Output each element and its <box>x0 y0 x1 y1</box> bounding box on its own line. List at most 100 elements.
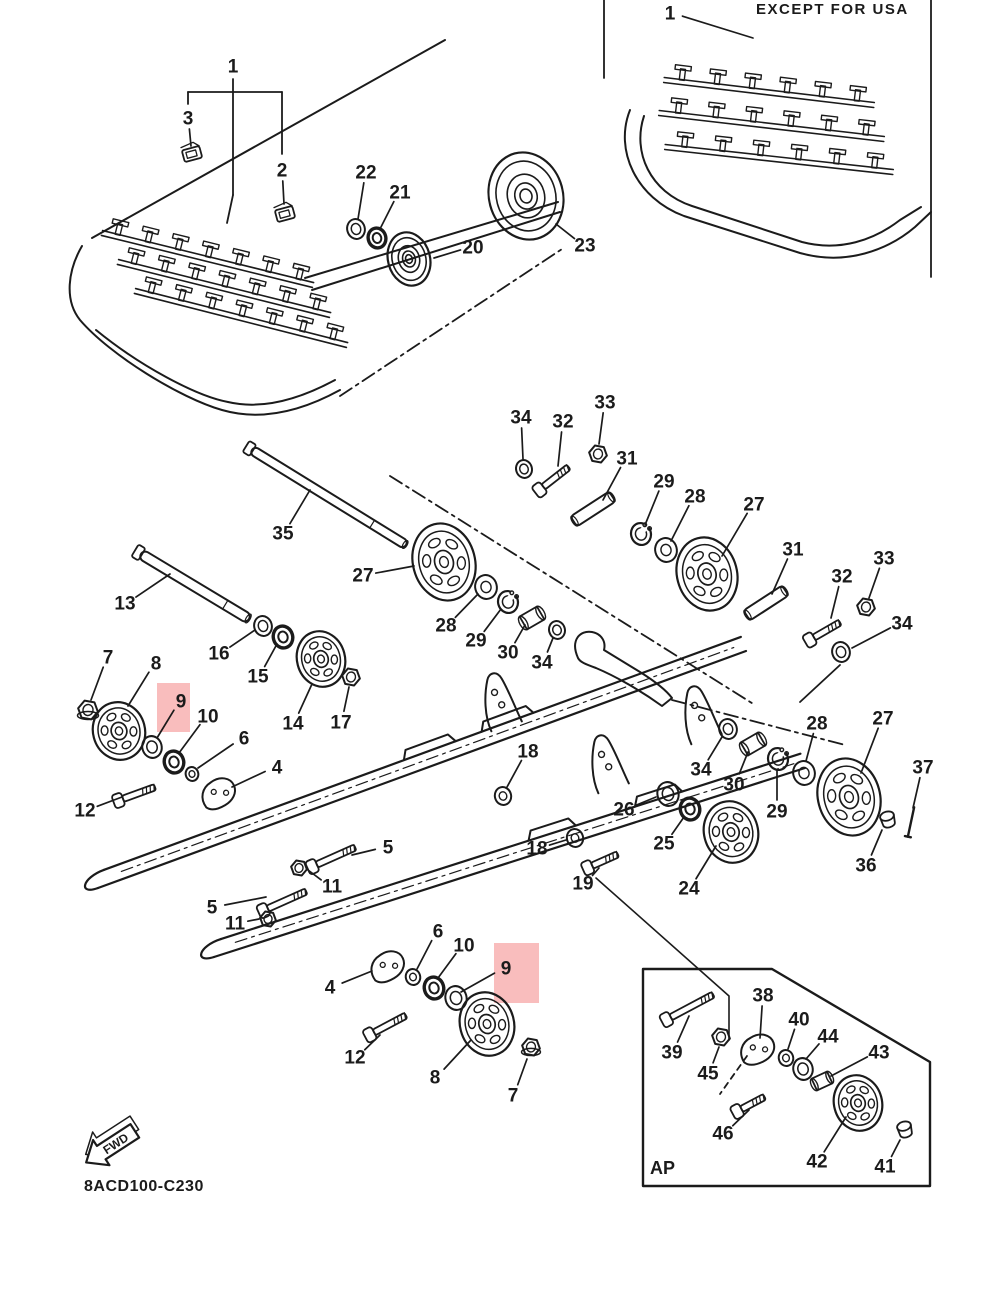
part-label-37[interactable]: 37 <box>912 758 934 809</box>
part-label-11[interactable]: 11 <box>225 914 260 935</box>
part-label-21[interactable]: 21 <box>379 183 411 230</box>
svg-text:24: 24 <box>678 879 700 900</box>
part-label-30[interactable]: 30 <box>497 624 526 664</box>
part-label-34[interactable]: 34 <box>531 637 554 674</box>
part-label-18[interactable]: 18 <box>506 742 539 788</box>
part-label-33[interactable]: 33 <box>868 549 895 599</box>
svg-text:19: 19 <box>572 874 593 895</box>
part-label-29[interactable]: 29 <box>465 608 502 652</box>
part-label-25[interactable]: 25 <box>653 816 685 855</box>
part-label-27[interactable]: 27 <box>721 495 765 557</box>
part-label-28[interactable]: 28 <box>435 593 479 637</box>
part-label-46[interactable]: 46 <box>712 1109 750 1145</box>
part-label-41[interactable]: 41 <box>874 1139 901 1178</box>
highlighted-callout-9[interactable] <box>157 683 190 732</box>
part-label-3[interactable]: 3 <box>183 109 194 147</box>
part-label-27[interactable]: 27 <box>352 565 415 587</box>
wheel-part <box>832 1074 884 1132</box>
svg-text:27: 27 <box>352 566 373 587</box>
svg-text:23: 23 <box>574 236 595 257</box>
part-label-15[interactable]: 15 <box>247 643 278 688</box>
wheel-part <box>295 630 347 688</box>
svg-text:9: 9 <box>501 959 512 980</box>
nut-part <box>711 1027 731 1047</box>
part-label-28[interactable]: 28 <box>670 487 706 542</box>
part-label-1[interactable]: 1 <box>665 4 754 39</box>
svg-text:11: 11 <box>322 877 343 898</box>
part-label-34[interactable]: 34 <box>851 614 913 649</box>
rail-mount-bracket <box>484 672 523 733</box>
part-label-45[interactable]: 45 <box>697 1046 720 1085</box>
part-label-18[interactable]: 18 <box>526 839 567 860</box>
part-label-26[interactable]: 26 <box>613 796 657 821</box>
part-label-16[interactable]: 16 <box>208 629 256 665</box>
part-label-36[interactable]: 36 <box>855 829 883 877</box>
bolt-part <box>111 783 157 809</box>
circlip-part <box>629 519 653 547</box>
part-label-13[interactable]: 13 <box>114 573 171 615</box>
part-label-4[interactable]: 4 <box>325 970 373 999</box>
part-label-7[interactable]: 7 <box>90 648 114 701</box>
part-label-27[interactable]: 27 <box>860 709 894 774</box>
rubber-ring-part <box>678 796 702 822</box>
part-label-12[interactable]: 12 <box>344 1034 381 1069</box>
part-label-31[interactable]: 31 <box>771 540 804 595</box>
part-label-1[interactable]: 1 <box>228 57 239 78</box>
highlighted-callout-9[interactable] <box>494 943 539 1003</box>
washer-part <box>474 574 498 600</box>
part-label-35[interactable]: 35 <box>272 489 311 545</box>
svg-text:39: 39 <box>661 1043 682 1064</box>
part-label-11[interactable]: 11 <box>307 869 343 898</box>
rubber-ring-part <box>422 975 446 1001</box>
svg-text:4: 4 <box>272 758 283 779</box>
part-label-34[interactable]: 34 <box>510 408 532 460</box>
part-label-6[interactable]: 6 <box>197 729 249 769</box>
part-label-12[interactable]: 12 <box>74 796 123 822</box>
part-label-31[interactable]: 31 <box>602 449 638 501</box>
part-label-43[interactable]: 43 <box>830 1043 890 1077</box>
part-label-28[interactable]: 28 <box>805 714 828 762</box>
part-label-10[interactable]: 10 <box>178 707 219 754</box>
ring-part <box>548 620 566 640</box>
part-label-32[interactable]: 32 <box>830 567 853 619</box>
svg-text:7: 7 <box>103 648 114 669</box>
part-label-4[interactable]: 4 <box>231 758 283 788</box>
part-label-19[interactable]: 19 <box>572 867 600 895</box>
part-label-44[interactable]: 44 <box>805 1027 839 1060</box>
part-label-17[interactable]: 17 <box>330 686 352 734</box>
part-label-8[interactable]: 8 <box>430 1039 472 1089</box>
svg-text:34: 34 <box>690 760 712 781</box>
svg-text:38: 38 <box>752 986 773 1007</box>
part-label-6[interactable]: 6 <box>416 922 443 970</box>
part-label-42[interactable]: 42 <box>806 1116 847 1173</box>
part-label-9[interactable]: 9 <box>460 959 512 993</box>
part-label-9[interactable]: 9 <box>156 692 186 739</box>
part-label-7[interactable]: 7 <box>508 1058 528 1107</box>
part-label-14[interactable]: 14 <box>282 683 313 735</box>
svg-text:8: 8 <box>151 654 162 675</box>
part-label-24[interactable]: 24 <box>678 845 717 900</box>
svg-text:44: 44 <box>817 1027 839 1048</box>
part-label-29[interactable]: 29 <box>766 770 788 823</box>
ring-part <box>656 781 680 807</box>
part-label-5[interactable]: 5 <box>207 896 267 919</box>
ring-part <box>515 459 533 479</box>
part-label-32[interactable]: 32 <box>552 412 574 467</box>
part-label-8[interactable]: 8 <box>127 654 162 707</box>
ring-part <box>141 735 163 759</box>
part-label-22[interactable]: 22 <box>355 163 377 220</box>
svg-text:28: 28 <box>684 487 705 508</box>
part-label-33[interactable]: 33 <box>594 393 616 445</box>
part-label-34[interactable]: 34 <box>690 736 723 781</box>
part-label-39[interactable]: 39 <box>661 1015 690 1064</box>
part-label-38[interactable]: 38 <box>752 986 774 1039</box>
part-label-20[interactable]: 20 <box>433 238 484 259</box>
part-label-29[interactable]: 29 <box>644 472 675 526</box>
part-label-23[interactable]: 23 <box>555 223 596 257</box>
part-label-5[interactable]: 5 <box>351 838 394 859</box>
part-label-10[interactable]: 10 <box>437 936 475 979</box>
svg-text:33: 33 <box>873 549 894 570</box>
part-label-30[interactable]: 30 <box>723 751 749 796</box>
part-label-2[interactable]: 2 <box>277 161 288 205</box>
part-label-40[interactable]: 40 <box>787 1010 810 1050</box>
